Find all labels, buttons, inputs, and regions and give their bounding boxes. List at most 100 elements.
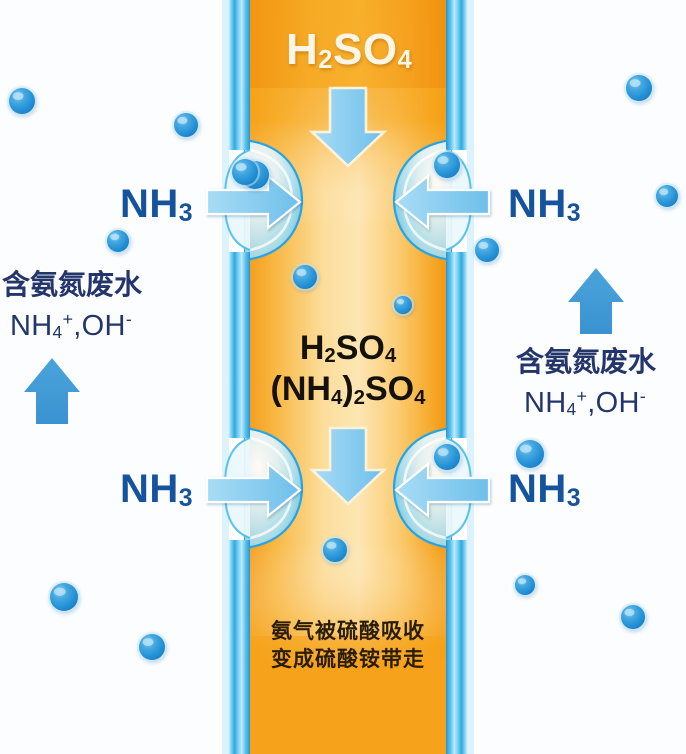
nh3-bottom-left-pre: NH	[120, 467, 179, 511]
ammonia-sphere	[320, 535, 350, 565]
ammonia-sphere-highlight	[177, 116, 188, 125]
ammonia-molecule-spheres	[6, 72, 681, 663]
nh3-permeation-arrow-bottom-left	[205, 461, 302, 519]
ammonia-sphere	[171, 110, 201, 140]
nh3-label-bottom-right: NH3	[508, 467, 582, 512]
membrane-wall-right-seg3	[446, 540, 468, 754]
nh3-permeation-arrow-top-right	[394, 173, 491, 231]
right-chamber-background	[466, 0, 686, 754]
tube-interior-top-band	[244, 0, 452, 88]
membrane-wall-right-seg2	[446, 252, 468, 438]
ammonia-sphere	[391, 293, 415, 317]
ammonia-sphere-body	[516, 440, 544, 468]
center-line1-sub1: 2	[324, 345, 336, 368]
wastewater-left-comma: ,	[73, 310, 82, 342]
ammonia-sphere-body	[107, 230, 129, 252]
ammonia-sphere-highlight	[53, 587, 66, 596]
wastewater-ions-left: NH4+,OH-	[10, 309, 133, 343]
wastewater-right-oh-sup: -	[639, 386, 647, 407]
membrane-wall-left-glow	[222, 0, 229, 754]
ammonia-sphere-highlight	[326, 541, 337, 550]
ammonia-sphere-highlight	[142, 638, 154, 646]
nh3-label-top-right: NH3	[508, 182, 582, 227]
ammonia-sphere-body	[656, 185, 678, 207]
ammonia-sphere-body	[434, 152, 460, 178]
center-line2-mid: )	[342, 370, 354, 409]
acid-flow-arrow-bottom	[308, 426, 388, 506]
wastewater-right-comma: ,	[587, 387, 596, 419]
ammonia-sphere-body	[293, 265, 317, 289]
nh3-bottom-right-sub: 3	[566, 484, 582, 512]
ammonia-sphere-body	[139, 634, 165, 660]
tube-caption-line2: 变成硫酸铵带走	[271, 648, 425, 672]
ammonia-sphere-body	[50, 583, 78, 611]
ammonia-sphere-highlight	[110, 233, 120, 241]
ammonia-sphere-highlight	[296, 268, 307, 277]
ammonia-sphere-highlight	[437, 448, 449, 456]
wastewater-arrow-right	[568, 268, 624, 334]
ammonia-sphere	[136, 631, 168, 663]
ammonia-sphere-highlight	[235, 163, 247, 171]
ammonia-sphere	[653, 182, 681, 210]
wastewater-right-nh4-sub: 4	[566, 398, 577, 419]
tube-interior-bottom-blend	[244, 636, 452, 666]
nh3-bottom-left-sub: 3	[178, 484, 194, 512]
center-line2-sub1: 4	[330, 386, 343, 409]
center-line1-pre: H	[299, 329, 325, 367]
ammonia-sphere	[290, 262, 320, 292]
nh3-top-left-sub: 3	[178, 199, 194, 227]
ammonia-sphere	[513, 437, 547, 471]
wastewater-left-nh4: NH	[10, 310, 53, 342]
ammonia-sphere-highlight	[659, 188, 669, 196]
tube-bottom-caption: 氨气被硫酸吸收 变成硫酸铵带走	[244, 618, 452, 675]
nh3-label-bottom-left: NH3	[120, 467, 194, 512]
ammonia-sphere	[229, 156, 261, 188]
acid-flow-arrow-top	[308, 86, 388, 168]
tube-caption-line1: 氨气被硫酸吸收	[271, 620, 425, 643]
wastewater-arrow-left	[24, 358, 80, 424]
nh3-top-right-pre: NH	[508, 182, 567, 226]
membrane-wall-right-glow	[467, 0, 474, 754]
ammonia-sphere-body	[434, 444, 460, 470]
tube-acid-label-sub1: 2	[318, 46, 333, 75]
ammonia-sphere-body	[9, 88, 35, 114]
tube-acid-label-pre: H	[286, 25, 319, 74]
wastewater-flow-arrows	[24, 268, 624, 424]
nh3-label-top-left: NH3	[120, 182, 194, 227]
membrane-wall-left-seg3	[228, 540, 250, 754]
wastewater-left-nh4-sup: +	[62, 309, 74, 330]
nh3-top-right-sub: 3	[566, 199, 582, 227]
tube-center-formula: H2SO4 (NH4)2SO4	[244, 328, 452, 411]
center-line1-mid: SO	[335, 329, 385, 367]
wastewater-left-oh-sup: -	[125, 309, 133, 330]
ammonia-sphere-body	[232, 159, 258, 185]
ammonia-sphere-body	[394, 296, 412, 314]
acid-flow-arrows	[308, 86, 388, 506]
ammonia-sphere-body	[626, 75, 652, 101]
tube-center-formula-line1: H2SO4	[244, 328, 452, 369]
permeation-arrows	[205, 173, 491, 519]
ammonia-sphere	[47, 580, 81, 614]
ammonia-sphere	[618, 602, 648, 632]
membrane-walls	[222, 0, 474, 754]
tube-acid-label: H2SO4	[286, 26, 412, 74]
nh3-bottom-right-pre: NH	[508, 467, 567, 511]
nh3-permeation-arrow-bottom-right	[394, 461, 491, 519]
ammonia-sphere-highlight	[517, 578, 527, 585]
membrane-wall-left-seg2	[228, 252, 250, 438]
center-line1-sub2: 4	[384, 345, 397, 368]
wastewater-left-nh4-sub: 4	[52, 321, 63, 342]
wastewater-left-oh: OH	[81, 310, 126, 342]
tube-center-formula-line2: (NH4)2SO4	[244, 369, 452, 410]
ammonia-sphere-highlight	[629, 79, 641, 87]
ammonia-sphere-highlight	[478, 241, 489, 250]
ammonia-sphere	[431, 441, 463, 473]
wastewater-right-oh: OH	[595, 387, 640, 419]
center-line2-sub2: 2	[353, 386, 365, 409]
tube-acid-label-sub2: 4	[397, 46, 413, 75]
ammonia-sphere-highlight	[519, 444, 532, 453]
wastewater-right-nh4-sup: +	[576, 386, 588, 407]
ammonia-sphere-body	[475, 238, 499, 262]
